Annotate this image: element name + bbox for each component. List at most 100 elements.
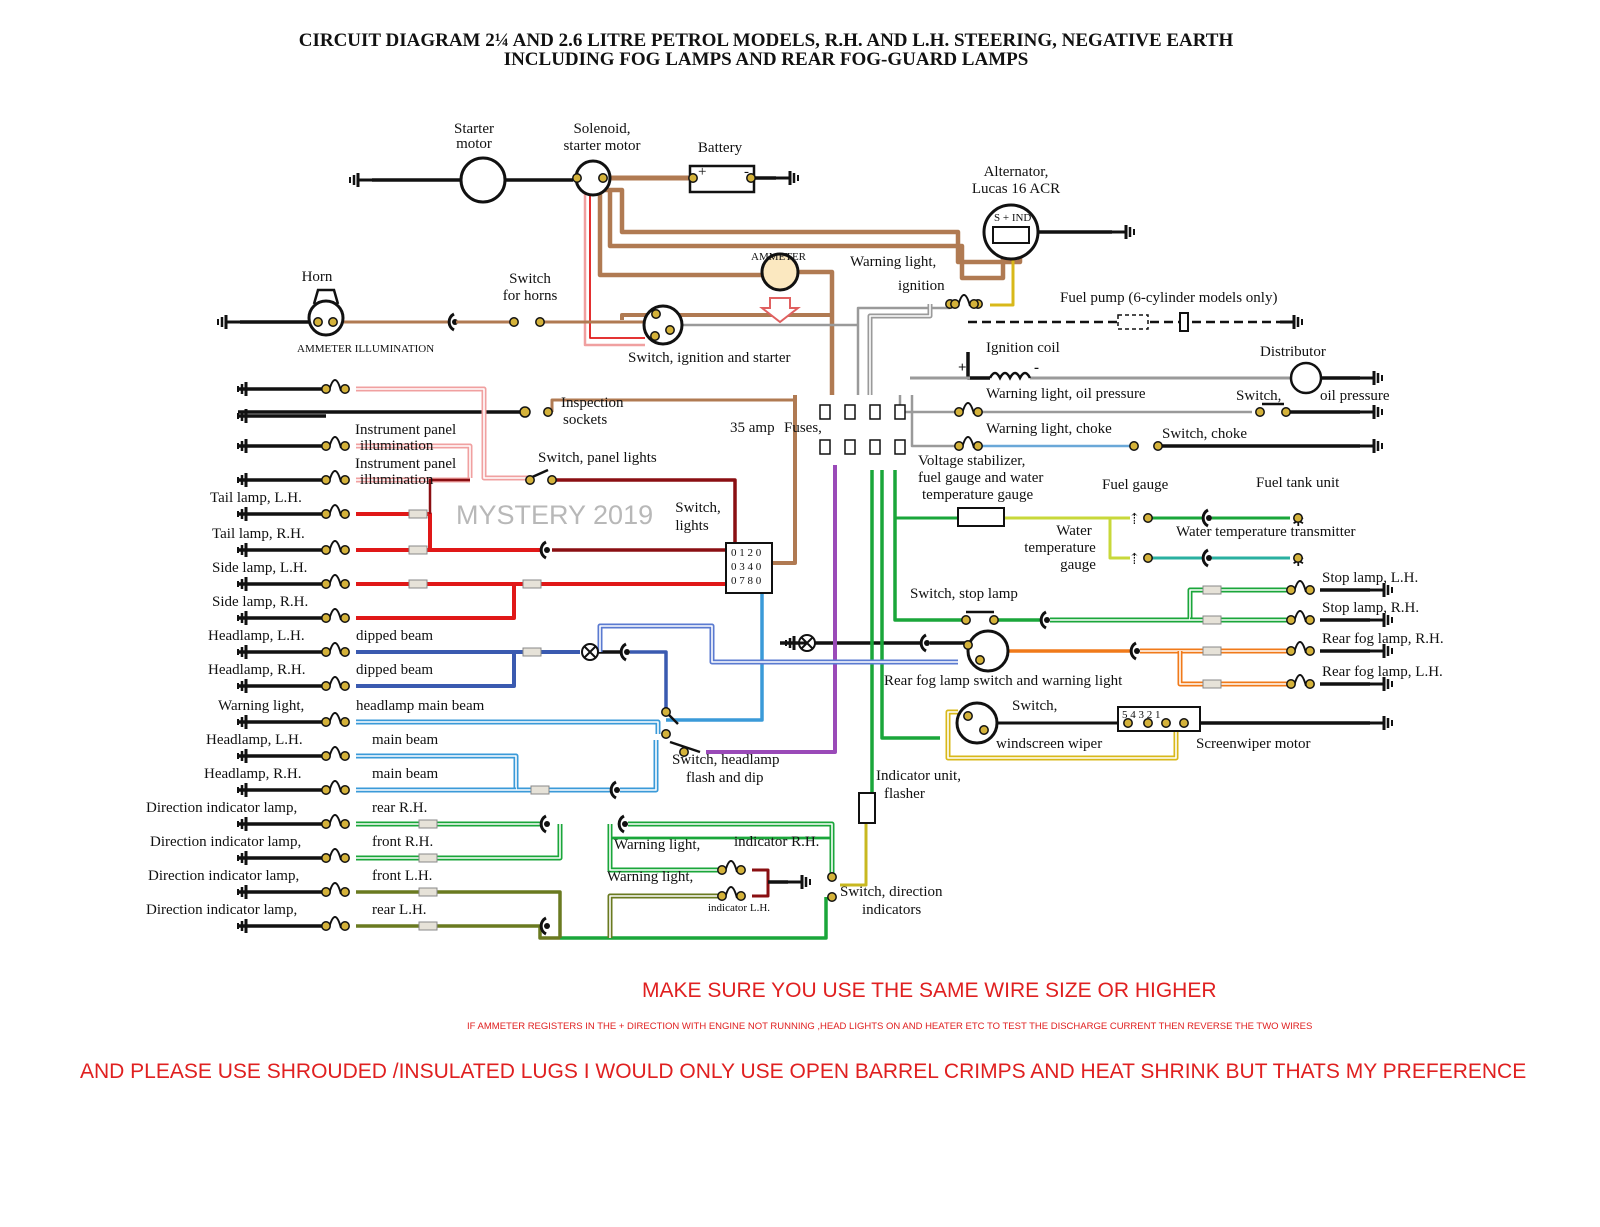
left-lamp-13-terminal-right (340, 819, 350, 829)
indicator-unit-label-2: flasher (884, 786, 925, 802)
switch-direction-label-2: indicators (862, 902, 921, 918)
wire-stabilizer-gauges (1004, 516, 1130, 560)
wire-warning-indicator-earth (752, 868, 770, 898)
warning-indicator-lh-sub: indicator L.H. (708, 902, 770, 914)
component-labels: Starter motor Solenoid, starter motor Ba… (297, 121, 1390, 918)
wire-inspection-feed (550, 398, 795, 412)
watermark: MYSTERY 2019 (456, 500, 653, 530)
wire-stop-switch-feed (893, 470, 966, 622)
dir-rl-connector (418, 921, 438, 931)
fuel-pump-label: Fuel pump (6-cylinder models only) (1060, 290, 1277, 306)
left-lamp-label-12: Headlamp, R.H. (204, 766, 301, 782)
wire-panel-illumination-1-core (356, 388, 530, 479)
switch-wiper-label-2: windscreen wiper (996, 736, 1102, 752)
left-row-earth-icon-2 (237, 439, 260, 453)
left-lamp-sub-2: illumination (360, 438, 434, 454)
horn-terminal-left (313, 317, 323, 327)
left-lamp-3-terminal-left (321, 475, 331, 485)
solenoid-dot-2 (598, 173, 608, 183)
terminal-dots (313, 173, 1315, 931)
wire-stop-lamp-lh (1050, 587, 1290, 623)
note-wire-size: MAKE SURE YOU USE THE SAME WIRE SIZE OR … (642, 979, 1217, 1002)
wire-starter-feed-red (589, 190, 645, 339)
svg-text:0 7 8 0: 0 7 8 0 (731, 575, 762, 587)
left-lamp-10-terminal-left (321, 717, 331, 727)
solenoid-dot-1 (572, 173, 582, 183)
left-lamp-4-terminal-left (321, 509, 331, 519)
left-lamp-label-14: Direction indicator lamp, (150, 834, 301, 850)
left-lamp-label-4: Tail lamp, L.H. (210, 490, 302, 506)
left-row-earth-icon-4 (237, 507, 260, 521)
starter-motor-label-2: motor (456, 136, 492, 152)
left-lamp-9-terminal-right (340, 681, 350, 691)
switch-lights-label-2: lights (675, 518, 709, 534)
main-beam-connector (530, 785, 550, 795)
right-lamp-label-3: Rear fog lamp, L.H. (1322, 664, 1443, 680)
battery-dot-minus (746, 173, 756, 183)
left-lamp-11-terminal-left (321, 751, 331, 761)
tail-connector-icon (539, 540, 547, 560)
indicator-unit-label-1: Indicator unit, (876, 768, 961, 784)
tail-lh-connector (408, 509, 428, 519)
left-row-earth-icon-7 (237, 611, 260, 625)
wire-warning-lh (607, 893, 720, 938)
ignition-switch-symbol (642, 304, 684, 346)
water-gauge-dot (1143, 553, 1153, 563)
left-lamp-sub-11: main beam (372, 732, 439, 748)
voltage-stabilizer-label-1: Voltage stabilizer, (918, 453, 1025, 469)
warning-indicator-lh-lamp-terminal-right (736, 891, 746, 901)
wire-battery-alternator (603, 187, 1023, 265)
direction-switch-dot (827, 872, 837, 882)
left-row-earth-icon-13 (237, 817, 260, 831)
right-lamp-1-terminal-left (1286, 615, 1296, 625)
wire-warning-lh-core (609, 895, 720, 938)
wire-dip-switch (630, 650, 668, 712)
left-lamp-sub-13: rear R.H. (372, 800, 427, 816)
fuel-tank-dot (1293, 513, 1303, 523)
wire-choke-feed (910, 395, 958, 448)
right-lamp-label-0: Stop lamp, L.H. (1322, 570, 1418, 586)
headlamp-switch-dot (661, 707, 671, 717)
fog-switch-dot-2 (975, 655, 985, 665)
ignition-switch-dot-2 (665, 325, 675, 335)
left-lamp-12-terminal-right (340, 785, 350, 795)
left-lamp-label-13: Direction indicator lamp, (146, 800, 297, 816)
dir-fr-connector (418, 853, 438, 863)
dir-lh-connector-icon (539, 916, 547, 936)
oil-warning-lamp-terminal-left (954, 407, 964, 417)
voltage-stabilizer-label-3: temperature gauge (922, 487, 1034, 503)
left-lamp-5-terminal-left (321, 545, 331, 555)
wiper-t3 (1161, 718, 1171, 728)
water-gauge-label-2: temperature (1024, 540, 1096, 556)
left-lamp-label-6: Side lamp, L.H. (212, 560, 307, 576)
left-lamp-7-terminal-left (321, 613, 331, 623)
wire-main-switch (620, 740, 659, 793)
stop-switch-dot-2 (989, 615, 999, 625)
side-rh-connector (522, 579, 542, 589)
ignition-coil-label: Ignition coil (986, 340, 1060, 356)
switch-oil-label-2: oil pressure (1320, 388, 1390, 404)
warning-indicator-lh-label: Warning light, (607, 869, 693, 885)
left-lamp-sub-3: illumination (360, 472, 434, 488)
starter-motor-label-1: Starter (454, 121, 494, 137)
left-lamp-label-8: Headlamp, L.H. (208, 628, 305, 644)
left-lamp-16-terminal-right (340, 921, 350, 931)
left-lamp-sub-12: main beam (372, 766, 439, 782)
warning-indicator-rh-lamp-terminal-left (717, 865, 727, 875)
left-row-earth-icon-10 (237, 715, 260, 729)
battery-dot-plus (688, 173, 698, 183)
left-row-earth-icon-3 (237, 473, 260, 487)
wire-side-rh (356, 584, 516, 620)
starter-earth-icon (349, 173, 372, 187)
dir-rh-connector-icon-2 (617, 814, 625, 834)
right-lamp-label-2: Rear fog lamp, R.H. (1322, 631, 1444, 647)
left-lamp-sub-16: rear L.H. (372, 902, 427, 918)
diagram-title-line2: INCLUDING FOG LAMPS AND REAR FOG-GUARD L… (504, 49, 1029, 70)
left-lamp-label-7: Side lamp, R.H. (212, 594, 308, 610)
left-lamp-12-terminal-left (321, 785, 331, 795)
component-layer: + - S + IND 0 1 2 0 (307, 156, 1323, 824)
left-lamp-0-terminal-left (321, 384, 331, 394)
left-lamp-13-terminal-left (321, 819, 331, 829)
wire-wiper-feed (880, 470, 940, 740)
